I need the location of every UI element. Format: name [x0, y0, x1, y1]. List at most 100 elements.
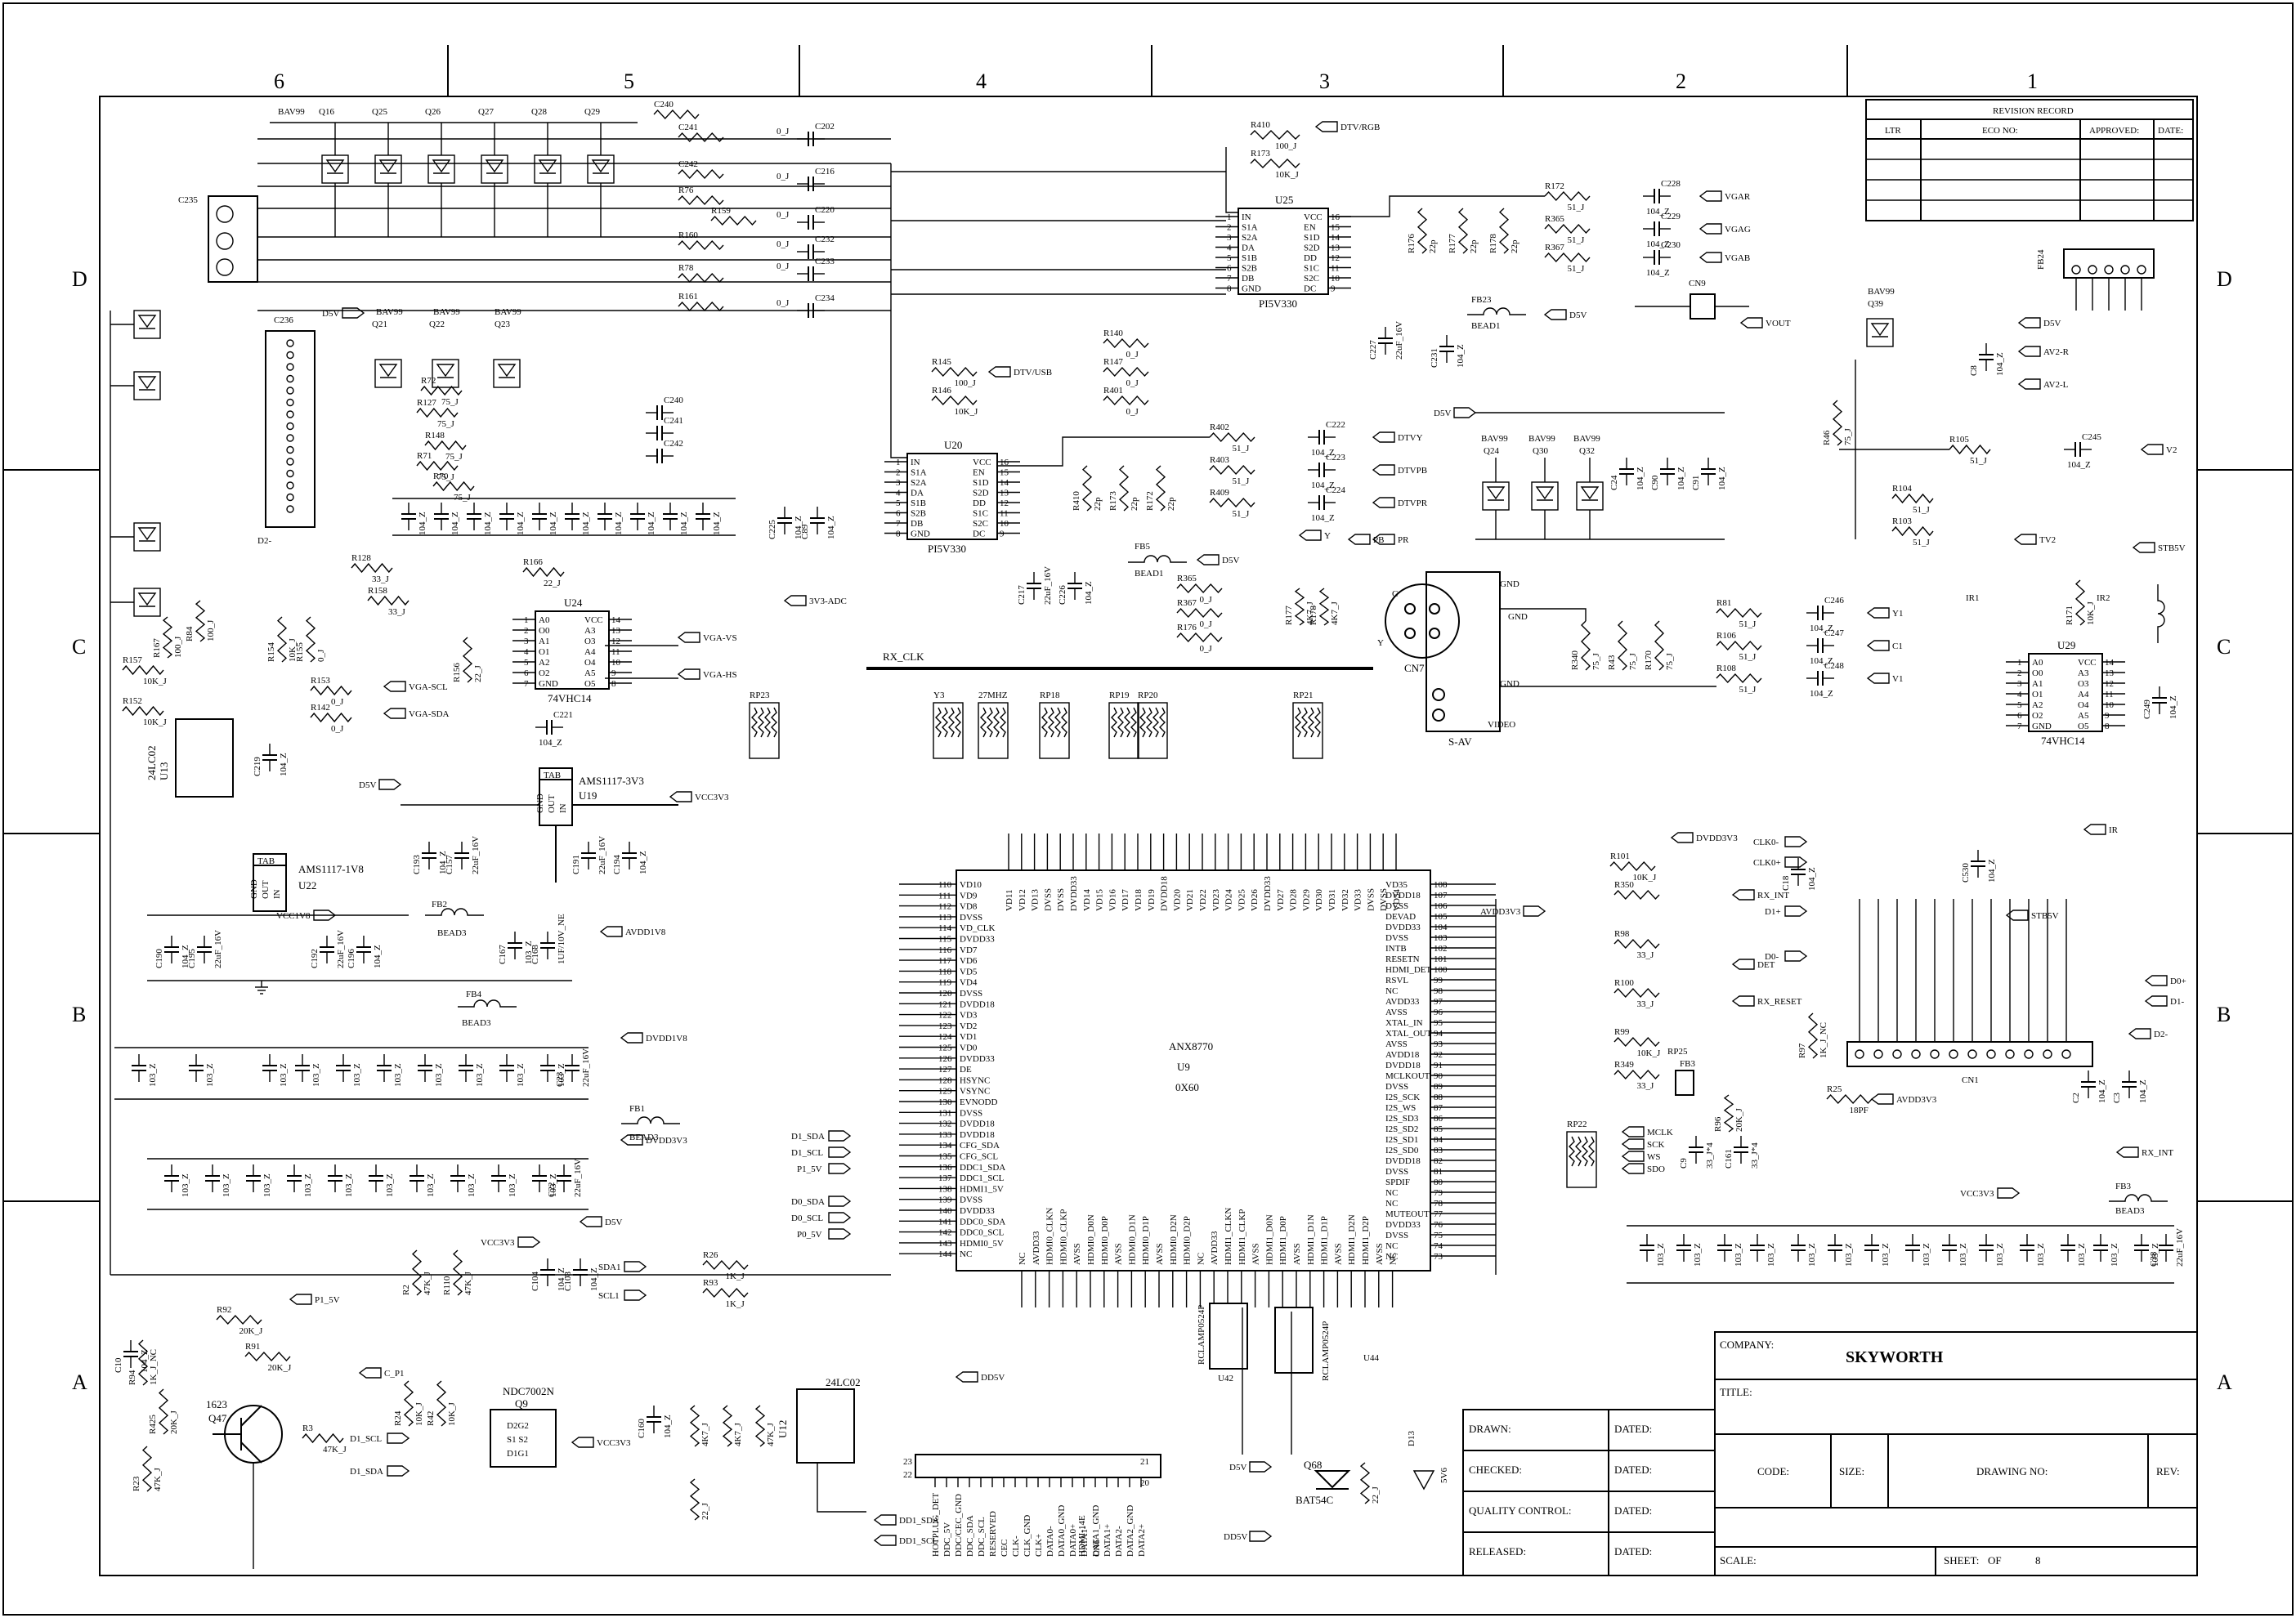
u9-pin-name: HDMI0_D0P	[1100, 1216, 1110, 1265]
pin-number: 13	[1000, 489, 1009, 498]
capacitor-value: 103_Z	[344, 1173, 354, 1197]
net-name: DTVY	[1398, 433, 1423, 443]
net-flag: VCC3V3	[669, 791, 729, 802]
resistor-value: 75_J	[441, 397, 459, 407]
pin-number: 10	[2105, 700, 2115, 710]
net-name: DTVPR	[1398, 498, 1428, 508]
net-name: D5V	[1569, 311, 1587, 320]
pin-name: S2D	[973, 489, 989, 498]
net-flag: D0_SCL	[791, 1212, 852, 1223]
capacitor: 103_Z	[328, 1164, 354, 1197]
resistor-ref: R176	[1177, 623, 1197, 632]
u9-pin-name: DVDD33	[1385, 1220, 1421, 1230]
net-flag: RX_RESET	[1731, 995, 1802, 1007]
zone-row-label: B	[72, 1003, 86, 1026]
capacitor-ref: C23	[555, 1071, 565, 1087]
capacitor-ref: C192	[310, 949, 320, 968]
pin-number: 5	[2017, 700, 2022, 710]
capacitor-value: 104_Z	[279, 753, 289, 776]
net-flag: P0_5V	[797, 1228, 852, 1240]
svg-text:U13: U13	[158, 762, 170, 780]
resistor-value: 47K_J	[463, 1272, 473, 1295]
connector-pin	[2005, 1049, 2015, 1059]
capacitor-value: 1UF/10V_NE	[557, 914, 566, 964]
capacitor-value: 104_Z	[581, 512, 591, 535]
net-name: D5V	[1434, 409, 1451, 418]
resistor: R159	[710, 206, 757, 226]
u9-pin-name: DVDD18	[1385, 891, 1421, 901]
capacitor-value: 103_Z	[352, 1063, 362, 1087]
u9-pin-number: 84	[1434, 1135, 1443, 1145]
connector-pin	[1930, 1049, 1940, 1059]
u9-pin-number: 88	[1434, 1093, 1443, 1102]
part-label: IR1	[1966, 593, 1980, 603]
zone-dividers	[3, 45, 2293, 1202]
svg-text:S1 S2: S1 S2	[507, 1435, 528, 1445]
resistor-ref: R97	[1797, 1043, 1807, 1058]
net-flag: DTVPB	[1372, 464, 1427, 476]
resistor-value: 75_J	[1843, 428, 1853, 446]
u9-pin-number: 111	[938, 891, 951, 901]
net-name: PR	[1398, 535, 1409, 545]
bav99-diode-pair	[1866, 318, 1894, 347]
resistor-ref: R24	[393, 1410, 403, 1426]
u9-pin-name: HDMI0_CLKP	[1058, 1209, 1068, 1265]
pin-name: O0	[539, 626, 550, 636]
capacitor-ref: C227	[1368, 340, 1378, 360]
u9-pin-number: 110	[938, 880, 952, 890]
svg-text:CN6: CN6	[1092, 1540, 1102, 1557]
capacitor: 103_Z	[532, 1164, 558, 1197]
connector-pin	[286, 434, 294, 442]
u19-ref: U19	[579, 789, 597, 802]
capacitor-value: 103_Z	[279, 1063, 289, 1087]
capacitor-ref: C217	[1017, 585, 1027, 605]
resistor-value: 20K_J	[169, 1410, 179, 1434]
u9-pin-number: 95	[1434, 1018, 1443, 1028]
u9-pin-number: 132	[938, 1120, 952, 1129]
net-flag: D0_SDA	[791, 1196, 852, 1207]
capacitor-value: 104_Z	[2067, 460, 2091, 470]
capacitor-value: 104_Z	[1810, 656, 1833, 666]
size-label: SIZE:	[1839, 1465, 1864, 1477]
net-flag: VOUT	[1739, 317, 1791, 329]
resistor-ref: R3	[302, 1424, 313, 1433]
resistor-value: 10K_J	[143, 717, 167, 727]
capacitor-ref: C161	[1724, 1149, 1734, 1169]
pin-number: 14	[611, 615, 621, 625]
capacitor-value: 103_Z	[1995, 1243, 2005, 1267]
resistor-ref: R96	[1713, 1116, 1723, 1132]
u9-pin-number: 127	[938, 1065, 952, 1075]
u9-pin-number: 106	[1434, 901, 1448, 911]
connector-pin	[286, 493, 294, 502]
pin-name: O4	[584, 658, 596, 668]
pin-name: EN	[973, 468, 985, 478]
connector-pin	[286, 458, 294, 466]
net-name: DD5V	[1224, 1532, 1247, 1542]
pin-name: O4	[2078, 700, 2089, 710]
connector-j10	[1846, 1041, 2093, 1067]
capacitor-value: 22uF_16V	[213, 930, 223, 968]
revision-record-table: REVISION RECORD LTR ECO NO: APPROVED: DA…	[1865, 99, 2194, 221]
resistor-ref: R81	[1716, 598, 1731, 608]
part-label: Q16	[319, 107, 334, 117]
resistor-value: 75_J	[1665, 653, 1675, 671]
u9-pin-name: VD11	[1005, 890, 1014, 911]
